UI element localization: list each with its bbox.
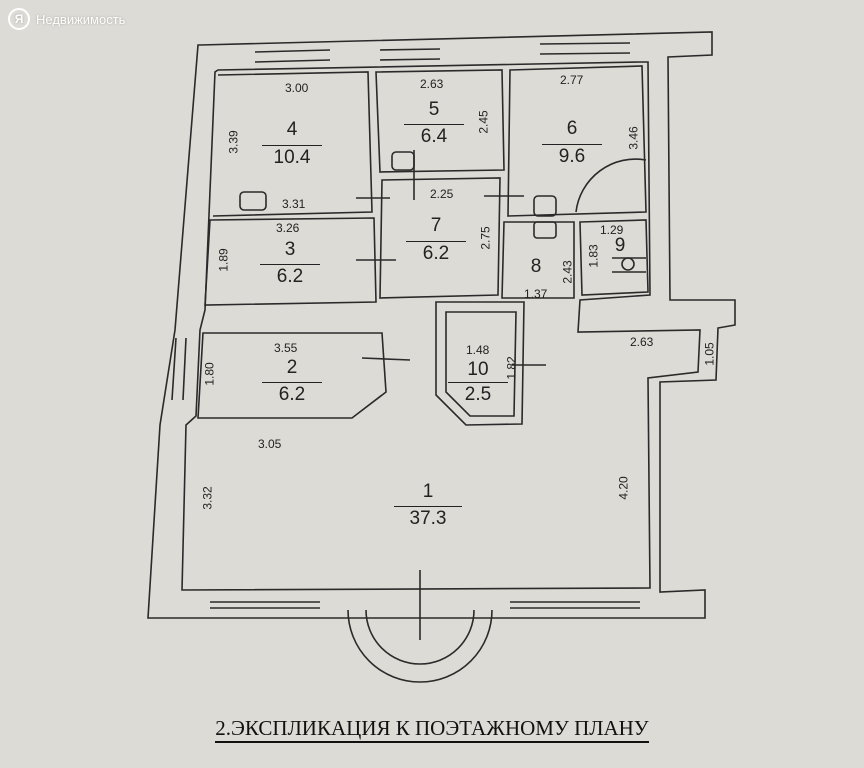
watermark-text: Недвижимость bbox=[36, 11, 126, 27]
room-4-area: 10.4 bbox=[262, 145, 322, 167]
dim-r10-width: 1.48 bbox=[466, 343, 490, 357]
room-2-number: 2 bbox=[286, 357, 298, 378]
window-top-2b bbox=[379, 58, 441, 61]
room-6-number: 6 bbox=[566, 118, 578, 139]
entry-arc-outer bbox=[347, 609, 493, 683]
room-1-area: 37.3 bbox=[394, 506, 462, 528]
room-10-number: 10 bbox=[467, 359, 489, 380]
dim-r8-height: 2.43 bbox=[560, 260, 575, 284]
room-9-number: 9 bbox=[614, 235, 626, 256]
window-top-1 bbox=[254, 49, 331, 53]
dim-r7-width: 2.25 bbox=[430, 187, 454, 201]
room-2-area: 6.2 bbox=[262, 382, 322, 404]
room-4-number: 4 bbox=[286, 119, 298, 140]
room-1-number: 1 bbox=[422, 481, 434, 502]
room-10-inner bbox=[445, 311, 517, 417]
window-top-3 bbox=[539, 42, 631, 45]
room-2-walls bbox=[197, 332, 387, 419]
window-top-2 bbox=[379, 48, 441, 51]
dim-r4-bottom: 3.31 bbox=[282, 197, 306, 211]
dim-r5-height: 2.45 bbox=[476, 110, 491, 134]
dim-r1-width: 3.05 bbox=[258, 437, 282, 451]
room-8-number: 8 bbox=[530, 256, 542, 277]
room-10-area: 2.5 bbox=[448, 382, 508, 404]
dim-hall-right-height: 1.05 bbox=[702, 342, 717, 366]
window-top-3b bbox=[539, 52, 631, 55]
room-6-area: 9.6 bbox=[542, 144, 602, 166]
room-7-walls bbox=[379, 177, 501, 299]
dim-r10-height: 1.82 bbox=[504, 356, 519, 380]
sink-fixture-6 bbox=[533, 195, 557, 217]
yandex-logo-icon: Я bbox=[8, 8, 30, 30]
room-10-walls bbox=[435, 301, 525, 426]
dim-r8-width: 1.37 bbox=[524, 287, 548, 301]
room-7-area: 6.2 bbox=[406, 241, 466, 263]
dim-r2-width: 3.55 bbox=[274, 341, 298, 355]
room-3-number: 3 bbox=[284, 239, 296, 260]
toilet-fixture-9 bbox=[621, 257, 635, 271]
room-3-walls bbox=[204, 217, 377, 306]
plan-caption: 2.ЭКСПЛИКАЦИЯ К ПОЭТАЖНОМУ ПЛАНУ bbox=[0, 716, 864, 743]
dim-r9-height: 1.83 bbox=[586, 244, 601, 268]
window-left bbox=[171, 337, 177, 401]
plan-caption-text: 2.ЭКСПЛИКАЦИЯ К ПОЭТАЖНОМУ ПЛАНУ bbox=[215, 716, 649, 743]
dim-r1-right-height: 4.20 bbox=[616, 476, 631, 500]
dim-hall-right-width: 2.63 bbox=[630, 335, 654, 349]
room-6-walls bbox=[507, 65, 647, 217]
toilet-fixture-5 bbox=[391, 151, 415, 171]
inner-wall-outline bbox=[181, 61, 701, 591]
entry-arc-inner bbox=[365, 609, 475, 665]
dim-r3-height: 1.89 bbox=[216, 248, 231, 272]
room-7-number: 7 bbox=[430, 215, 442, 236]
dim-r9-width: 1.29 bbox=[600, 223, 624, 237]
dim-r2-height: 1.80 bbox=[202, 362, 217, 386]
door-mark-2 bbox=[361, 357, 411, 361]
room-4-walls bbox=[212, 71, 373, 217]
dim-r4-width: 3.00 bbox=[285, 81, 309, 95]
room-5-area: 6.4 bbox=[404, 124, 464, 146]
watermark: Я Недвижимость bbox=[8, 8, 125, 30]
room-3-area: 6.2 bbox=[260, 264, 320, 286]
dim-r7-height: 2.75 bbox=[478, 226, 493, 250]
dim-r1-height: 3.32 bbox=[200, 486, 215, 510]
window-top-1b bbox=[254, 59, 331, 63]
dim-r6-height: 3.46 bbox=[626, 126, 641, 150]
room-9-walls bbox=[579, 219, 649, 296]
dim-r5-width: 2.63 bbox=[420, 77, 444, 91]
window-left-b bbox=[182, 337, 187, 401]
outer-wall-outline bbox=[147, 31, 736, 619]
room-5-number: 5 bbox=[428, 99, 440, 120]
sink-fixture-8 bbox=[533, 221, 557, 239]
dim-r6-width: 2.77 bbox=[560, 73, 584, 87]
dim-r4-height: 3.39 bbox=[226, 130, 241, 154]
shower-arc-6 bbox=[575, 158, 647, 213]
room-5-walls bbox=[375, 69, 505, 173]
sink-fixture-4 bbox=[239, 191, 267, 211]
dim-r3-width: 3.26 bbox=[276, 221, 300, 235]
